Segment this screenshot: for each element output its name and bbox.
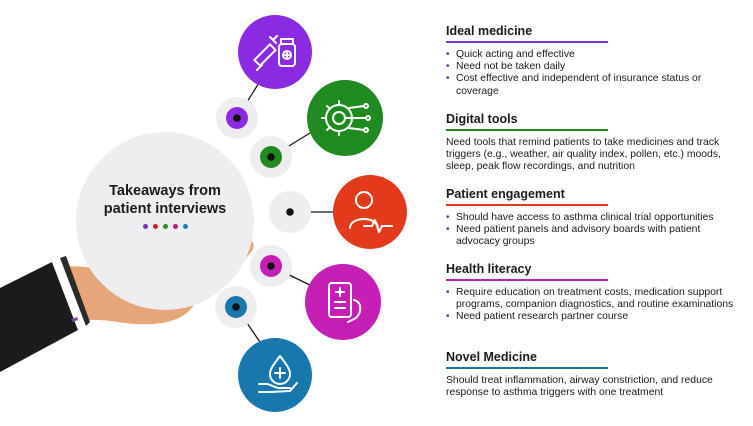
color-dots [139, 224, 199, 230]
list-item: Quick acting and effective [446, 49, 746, 61]
section-bullets-patient-engagement: Should have access to asthma clinical tr… [446, 212, 746, 249]
list-item: Require education on treatment costs, me… [446, 287, 746, 311]
syringe-vial-icon [238, 15, 312, 89]
list-item: Need patient research partner course [446, 311, 746, 323]
list-item: Need not be taken daily [446, 61, 746, 73]
section-title-patient-engagement: Patient engagement [446, 187, 565, 201]
list-item: Cost effective and independent of insura… [446, 73, 746, 97]
list-item: Need patient panels and advisory boards … [446, 224, 746, 248]
node-4 [250, 245, 292, 287]
center-circle [76, 132, 254, 310]
section-underline-digital-tools [446, 129, 608, 131]
section-title-digital-tools: Digital tools [446, 112, 518, 126]
center-title: Takeaways from patient interviews [76, 182, 254, 218]
color-dot [143, 224, 148, 229]
diagram-graphics [0, 15, 407, 412]
section-text-digital-tools: Need tools that remind patients to take … [446, 137, 721, 173]
node-2 [250, 136, 292, 178]
sleeve-illustration [0, 256, 90, 372]
section-title-ideal-medicine: Ideal medicine [446, 24, 533, 38]
section-underline-patient-engagement [446, 204, 608, 206]
person-heartbeat-icon [333, 175, 407, 249]
list-item: Should have access to asthma clinical tr… [446, 212, 746, 224]
section-underline-novel-medicine [446, 367, 608, 369]
center-title-line-2: patient interviews [103, 201, 227, 217]
section-underline-health-literacy [446, 279, 608, 281]
tablet-hand-icon [305, 264, 381, 340]
node-5 [215, 286, 257, 328]
section-title-novel-medicine: Novel Medicine [446, 350, 537, 364]
takeaways-diagram: Takeaways from patient interviews [0, 15, 407, 412]
color-dot [173, 224, 178, 229]
drop-hand-icon [238, 338, 312, 412]
color-dot [153, 224, 158, 229]
node-1 [216, 97, 258, 139]
color-dot [183, 224, 188, 229]
section-bullets-ideal-medicine: Quick acting and effective Need not be t… [446, 49, 746, 98]
takeaways-panel: Ideal medicine Quick acting and effectiv… [438, 0, 753, 426]
center-title-line-1: Takeaways from [109, 183, 221, 199]
gear-circuit-icon [307, 80, 383, 156]
section-title-health-literacy: Health literacy [446, 262, 532, 276]
section-underline-ideal-medicine [446, 41, 608, 43]
section-text-novel-medicine: Should treat inflammation, airway constr… [446, 375, 713, 399]
node-3 [269, 191, 311, 233]
section-bullets-health-literacy: Require education on treatment costs, me… [446, 287, 746, 324]
color-dot [163, 224, 168, 229]
